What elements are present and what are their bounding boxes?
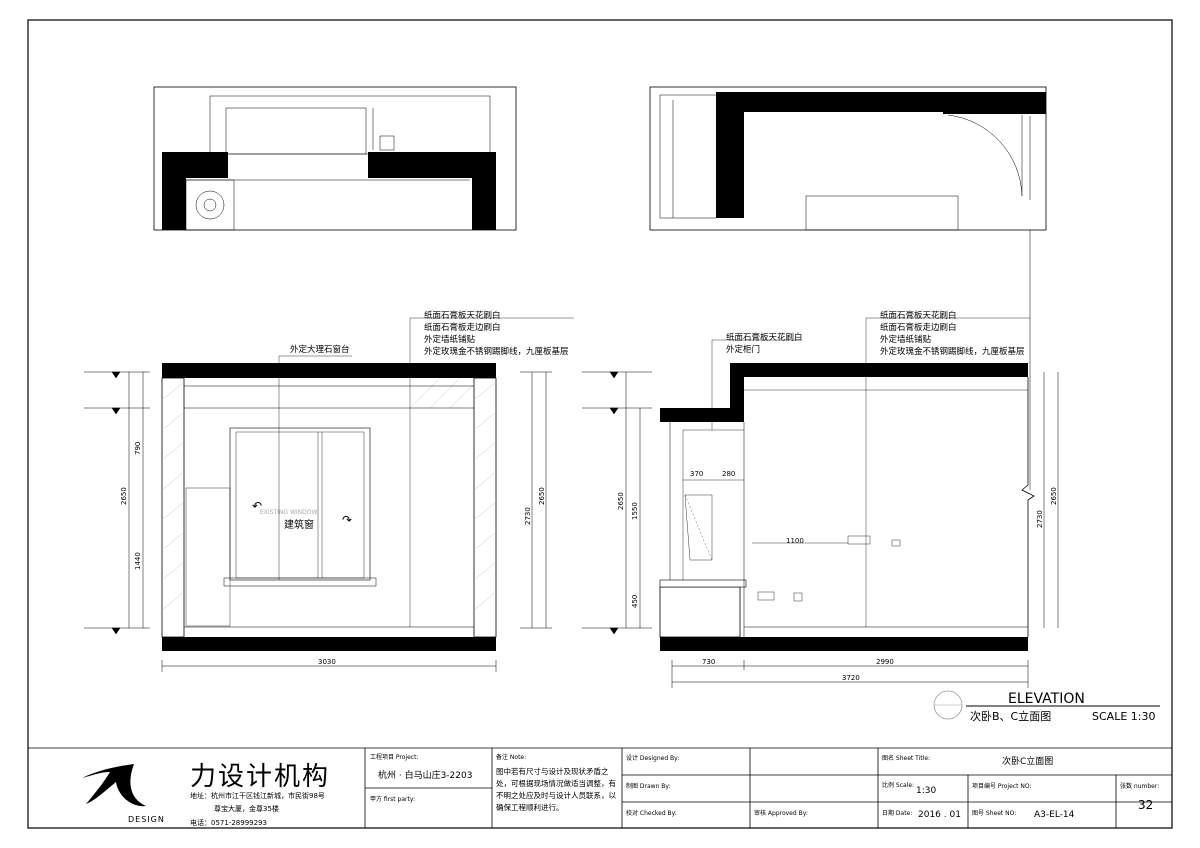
address-line-1: 地址：杭州市江干区钱江新城，市民街98号	[190, 792, 325, 800]
dim-left-lower: 1440	[134, 552, 142, 570]
checked-label: 校对 Checked By:	[626, 810, 677, 817]
project-label: 工程项目 Project:	[370, 754, 419, 761]
svg-text:EXISTING WINDOW: EXISTING WINDOW	[260, 509, 317, 516]
dim-left-width: 3030	[318, 658, 336, 666]
phone: 电话：0571-28999293	[190, 819, 267, 827]
callout-window-sill: 外定大理石窗台	[290, 344, 350, 355]
dim-r-left-height: 2650	[617, 492, 625, 510]
callout-r-ceiling-1: 纸面石膏板天花刷白	[880, 310, 957, 321]
dim-r-left-upper: 1550	[631, 502, 639, 520]
plan-right	[649, 86, 1047, 490]
dim-right-total: 2730	[524, 507, 532, 525]
dim-r-bottom-2: 2990	[876, 658, 894, 666]
elevation-left: EXISTING WINDOW ↶ ↷ 建筑窗 外定大理石窗台 纸面石膏板天花刷…	[84, 310, 574, 672]
dim-inner-280: 280	[722, 470, 735, 478]
dim-inner-370: 370	[690, 470, 703, 478]
designed-label: 设计 Designed By:	[626, 755, 680, 762]
callout-r-ceiling-3: 外定墙纸铺贴	[880, 334, 932, 345]
sheet-border	[27, 19, 1173, 829]
date-value: 2016 . 01	[918, 810, 961, 820]
callout-ceiling-3: 外定墙纸铺贴	[424, 334, 476, 345]
sheet-title-value: 次卧C立面图	[1002, 757, 1054, 767]
logo-caption: DESIGN	[128, 815, 165, 824]
callout-r-ceiling-4: 外定玫瑰金不锈钢踢脚线，九厘板基层	[880, 346, 1025, 357]
note-text: 图中若有尺寸与设计及现状矛盾之处，可根据现场情况做适当调整，有不明之处应及时与设…	[496, 767, 616, 812]
dim-r-left-lower: 450	[631, 595, 639, 608]
sheet-title-label: 图名 Sheet Title:	[882, 755, 931, 762]
sheet-no-value: A3-EL-14	[1034, 810, 1075, 820]
svg-text:↷: ↷	[342, 513, 352, 527]
dim-r-right-clear: 2650	[1050, 487, 1058, 505]
project-no-label: 项目编号 Project NO:	[972, 783, 1032, 790]
callout-r-ceiling-2: 纸面石膏板走边刷白	[880, 322, 957, 333]
sheet-label: ELEVATION 次卧B、C立面图 SCALE 1:30	[933, 690, 1160, 723]
sheet-count-label: 张数 number:	[1120, 783, 1160, 790]
address-line-2: 尊宝大厦，金尊35楼	[214, 805, 279, 813]
title-block-grid	[28, 747, 1172, 828]
elevation-right: 1100 370 280 纸面石膏板天花刷白 外定柜门 纸面石膏板天花刷白 纸面…	[582, 310, 1059, 688]
client-label: 甲方 first party:	[370, 796, 415, 803]
label-title: 次卧B、C立面图	[970, 709, 1051, 723]
callout-door-2: 外定柜门	[726, 344, 760, 355]
callout-ceiling-1: 纸面石膏板天花刷白	[424, 310, 501, 321]
project-value: 杭州 · 白马山庄3-2203	[378, 771, 473, 781]
logo-mark	[82, 764, 146, 807]
dim-r-bottom-1: 730	[702, 658, 715, 666]
dim-left-height: 2650	[120, 487, 128, 505]
dim-inner-1100: 1100	[786, 537, 804, 545]
dim-r-right-total: 2730	[1036, 510, 1044, 528]
dim-left-upper: 790	[134, 442, 142, 455]
plan-left	[153, 86, 517, 231]
callout-ceiling-4: 外定玫瑰金不锈钢踢脚线，九厘板基层	[424, 346, 569, 357]
drawn-label: 制图 Drawn By:	[626, 783, 671, 790]
label-heading: ELEVATION	[1008, 691, 1085, 707]
callout-ceiling-2: 纸面石膏板走边刷白	[424, 322, 501, 333]
callout-door-1: 纸面石膏板天花刷白	[726, 332, 803, 343]
date-label: 日期 Date:	[882, 810, 913, 817]
sheet-count-value: 32	[1138, 798, 1154, 812]
dim-right-clear: 2650	[538, 487, 546, 505]
dim-r-overall: 3720	[842, 674, 860, 682]
company-name: 力设计机构	[190, 762, 331, 792]
approved-label: 审核 Approved By:	[754, 810, 808, 817]
note-label: 备注 Note:	[496, 754, 527, 761]
svg-text:↶: ↶	[252, 499, 262, 513]
scale-value: 1:30	[916, 786, 937, 796]
window-label: 建筑窗	[284, 518, 314, 531]
label-scale: SCALE 1:30	[1092, 710, 1155, 723]
scale-label: 比例 Scale:	[882, 782, 915, 789]
sheet-no-label: 图号 Sheet NO:	[972, 810, 1017, 817]
